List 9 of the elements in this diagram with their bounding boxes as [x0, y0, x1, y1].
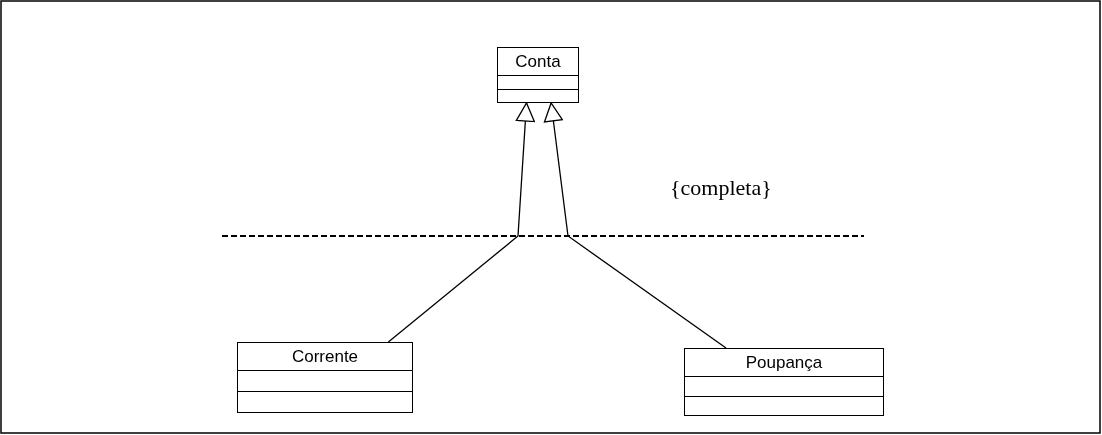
generalization-arrow	[387, 102, 535, 343]
class-name: Poupança	[685, 349, 883, 377]
class-box	[684, 348, 884, 416]
class-box	[237, 342, 413, 413]
class-name: Corrente	[238, 343, 412, 371]
class-box	[497, 47, 579, 103]
constraint-label: {completa}	[670, 175, 772, 201]
generalization-arrow	[543, 102, 727, 349]
class-name: Conta	[498, 48, 578, 76]
